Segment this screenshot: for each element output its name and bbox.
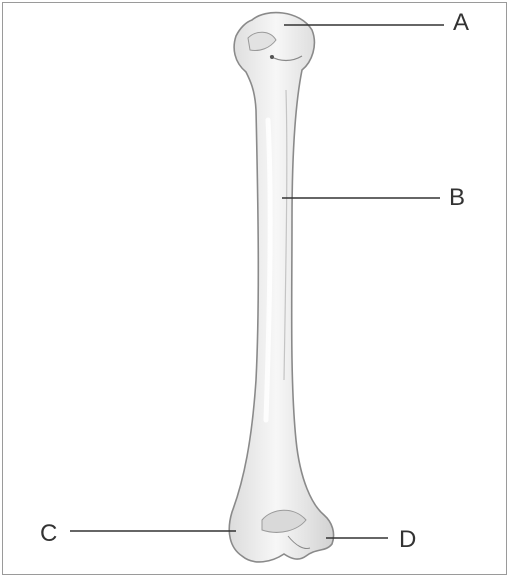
label-b: B [449, 186, 465, 210]
head-notch [270, 55, 274, 59]
label-c: C [40, 522, 57, 546]
label-d: D [399, 528, 416, 552]
humerus-bone [229, 13, 333, 562]
label-a: A [453, 11, 469, 35]
